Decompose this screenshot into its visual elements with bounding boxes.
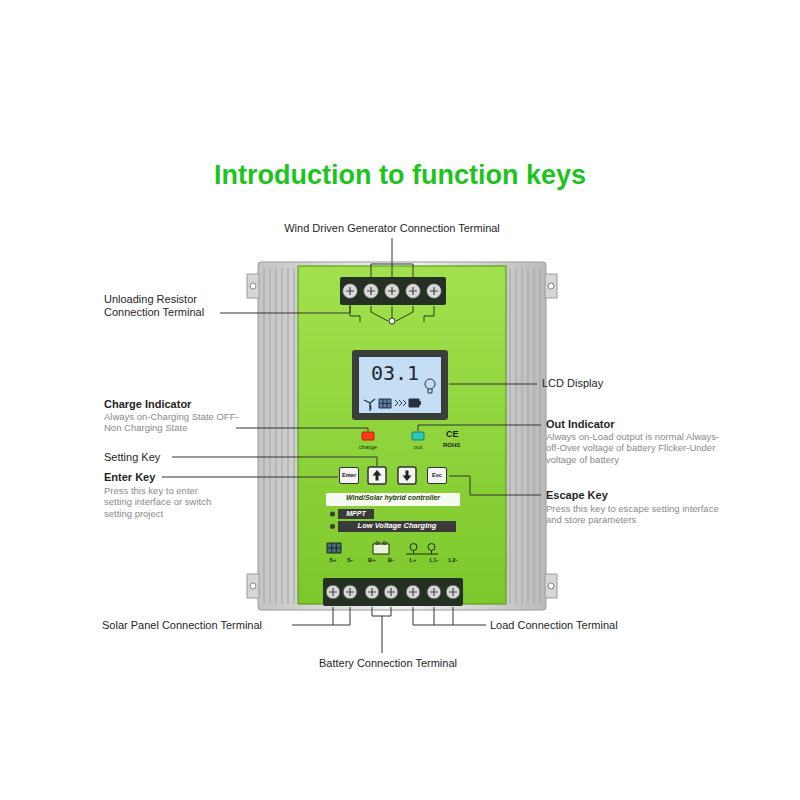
panel-marking: ROHS [443,442,460,449]
name-band [326,493,460,506]
load-icon [406,544,438,555]
terminal-label: S+ [324,557,342,564]
callout-note: Press this key to enter setting interfac… [104,485,226,519]
leader-line [449,476,541,495]
callout-label: Battery Connection Terminal [268,657,508,670]
feature-banner: MPPT [338,509,374,519]
leader-line [371,238,413,282]
lcd-bezel [352,350,448,420]
terminal-screws [343,284,442,299]
product-name: Wind/Solar hybrid controller [326,494,460,502]
screw-slots [329,588,457,596]
terminal-screws [326,585,460,599]
page-title: Introduction to function keys [0,160,800,191]
panel-marking: CE [446,429,459,439]
front-panel [298,266,506,604]
bulb-icon [425,379,435,393]
enter-key: Enter [339,467,359,484]
escape-key: Esc [427,467,447,484]
node-text: Esc [432,472,442,478]
battery-icon [409,399,421,407]
leader-line [162,477,338,478]
panel-marking: out [403,444,433,451]
leader-line [372,607,391,653]
terminal-label: L1- [425,557,443,564]
screw-slots [346,287,438,295]
callout-label: Setting Key [104,451,160,464]
callout-note: Press this key to escape setting interfa… [546,503,721,526]
battery-icon [373,542,389,554]
up-key [368,467,386,484]
callout-label: Enter Key [104,471,155,484]
callout-label: Load Connection Terminal [490,619,618,632]
solar-icon [379,399,391,408]
node-text: 03.1 [371,362,419,384]
lcd-display: 03.1 [358,356,442,414]
panel-marking: charge [353,444,383,451]
leader-line [292,607,350,625]
terminal-block [340,277,446,305]
terminal-label: L2- [444,557,462,564]
callout-note: Always on-Charging State OFF-Non Chargin… [104,411,239,434]
callout-label: LCD Display [542,377,603,390]
node-text: Enter [342,472,356,478]
lcd-screen [358,356,442,414]
callout-label: Out Indicator [546,418,614,431]
out-led [412,432,424,440]
down-arrow [403,471,412,482]
node-text: MPPT [346,510,365,518]
down-key [398,467,416,484]
wind-icon [364,399,375,411]
solar-panel-icon [327,543,341,553]
terminal-label: B- [382,557,400,564]
generator-symbol [389,318,395,324]
callout-label: Charge Indicator [104,398,191,411]
charge-led [362,432,374,440]
terminal-block [323,578,463,606]
terminal-label: B+ [363,557,381,564]
leader-line [449,384,537,385]
feature-banner: Low Voltage Charging [338,521,456,532]
callout-note: Always on-Load output is normal Always-o… [546,431,731,465]
up-arrow [373,470,382,481]
bullet-dots [330,512,335,530]
callout-label: Wind Driven Generator Connection Termina… [242,222,542,235]
charge-arrows-icon [395,400,406,406]
node-text: Low Voltage Charging [358,522,437,530]
terminal-label: S- [341,557,359,564]
leader-line [220,300,350,313]
leader-line [236,428,368,431]
terminal-label: L+ [404,557,422,564]
callout-label: Unloading Resistor Connection Terminal [104,293,224,318]
callout-label: Escape Key [546,489,608,502]
leader-line [172,457,377,466]
leader-line [418,425,541,431]
heat-sink-housing [258,262,546,610]
leader-line [413,607,486,625]
callout-label: Solar Panel Connection Terminal [102,619,262,632]
